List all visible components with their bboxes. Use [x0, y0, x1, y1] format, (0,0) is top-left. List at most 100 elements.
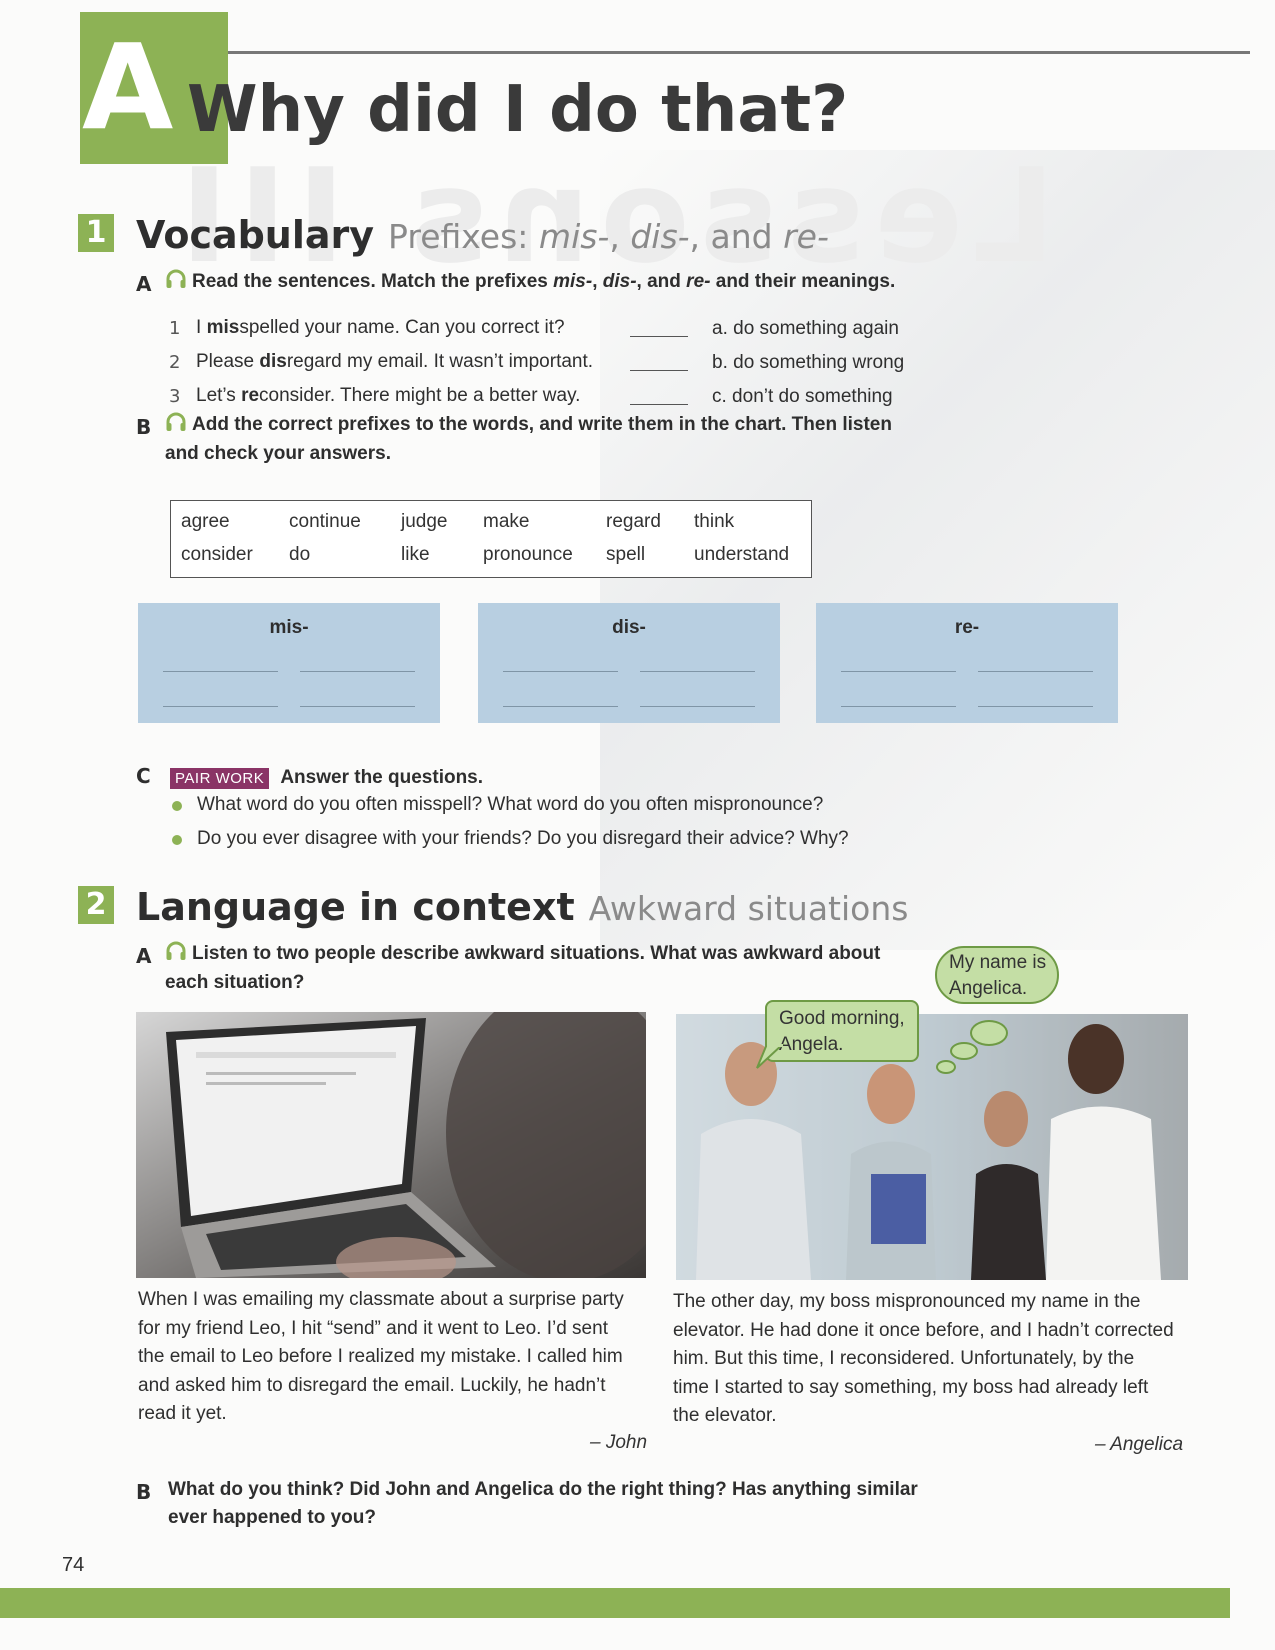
word-item: do	[289, 544, 311, 565]
instruction-text: Answer the questions.	[280, 767, 484, 788]
elevator-group-photo	[676, 1014, 1188, 1280]
word-item: agree	[181, 511, 230, 532]
word-item: consider	[181, 544, 253, 565]
story-line: time I started to say something, my boss…	[673, 1376, 1149, 1398]
exercise-2b-instruction-line-2: ever happened to you?	[168, 1507, 376, 1528]
page-number: 74	[62, 1554, 85, 1576]
lesson-letter: A	[82, 18, 174, 156]
section-2-subtitle: Awkward situations	[588, 889, 909, 928]
prefix-chart-mis: mis-	[138, 603, 440, 723]
write-in-line[interactable]	[503, 671, 618, 672]
write-in-line[interactable]	[640, 706, 755, 707]
exercise-2b-instruction-line-1: What do you think? Did John and Angelica…	[168, 1479, 918, 1500]
headphones-icon[interactable]	[165, 268, 187, 290]
subtitle-text: , and	[689, 217, 784, 256]
headphones-icon[interactable]	[165, 940, 187, 962]
exercise-1b-instruction-line-2: and check your answers.	[165, 443, 391, 464]
exercise-2a-instruction: Listen to two people describe awkward si…	[165, 940, 880, 968]
item-number: 2	[169, 352, 181, 373]
instruction-text: ,	[592, 271, 603, 292]
exercise-1b-instruction: Add the correct prefixes to the words, a…	[165, 411, 892, 439]
write-in-line[interactable]	[163, 671, 278, 672]
story-line: him. But this time, I reconsidered. Unfo…	[673, 1348, 1135, 1369]
item-sentence: Please disregard my email. It wasn’t imp…	[196, 351, 593, 373]
section-1-subtitle: Prefixes: mis-, dis-, and re-	[388, 217, 829, 256]
story-line: the elevator.	[673, 1405, 777, 1426]
story-line: When I was emailing my classmate about a…	[138, 1289, 624, 1310]
exercise-1c-instruction: PAIR WORK Answer the questions.	[170, 764, 483, 792]
word-item: continue	[289, 511, 361, 532]
answer-blank[interactable]	[630, 404, 688, 405]
story-line: the email to Leo before I realized my mi…	[138, 1346, 623, 1367]
section-1-title: Vocabulary	[136, 213, 375, 257]
exercise-1a-instruction: Read the sentences. Match the prefixes m…	[165, 268, 895, 296]
exercise-1b-letter: B	[136, 415, 152, 439]
write-in-line[interactable]	[300, 671, 415, 672]
thought-bubble-dot-small	[936, 1060, 956, 1074]
sentence-text: Let’s	[196, 385, 242, 406]
header-rule	[80, 51, 1250, 54]
lesson-letter-box	[80, 12, 228, 164]
sentence-prefix: re	[241, 385, 260, 406]
exercise-2b-letter: B	[136, 1480, 152, 1504]
signature-john: – John	[590, 1432, 648, 1453]
sentence-text: Please	[196, 351, 260, 372]
footer-bar	[0, 1588, 1230, 1618]
subtitle-prefix-dis: dis-	[630, 217, 690, 256]
item-number: 3	[169, 386, 181, 407]
word-item: spell	[606, 544, 646, 565]
write-in-line[interactable]	[978, 671, 1093, 672]
write-in-line[interactable]	[841, 671, 956, 672]
prefix-dis: dis-	[602, 271, 637, 292]
story-angelica: The other day, my boss mispronounced my …	[673, 1288, 1193, 1431]
section-2-number: 2	[78, 886, 114, 924]
word-item: like	[401, 544, 430, 565]
exercise-1c-letter: C	[136, 764, 151, 788]
instruction-text: and their meanings.	[710, 271, 896, 292]
chart-label: dis-	[612, 617, 646, 638]
instruction-line-1: Listen to two people describe awkward si…	[192, 943, 881, 964]
bubble-line: Angela.	[779, 1034, 844, 1055]
instruction-line-1: Add the correct prefixes to the words, a…	[192, 414, 892, 435]
bullet-icon	[172, 835, 182, 845]
answer-blank[interactable]	[630, 336, 688, 337]
question-item: What word do you often misspell? What wo…	[197, 794, 824, 815]
instruction-text: Read the sentences. Match the prefixes	[192, 271, 554, 292]
question-item: Do you ever disagree with your friends? …	[197, 828, 849, 849]
sentence-text: consider. There might be a better way.	[259, 385, 581, 406]
write-in-line[interactable]	[503, 706, 618, 707]
story-line: read it yet.	[138, 1403, 227, 1424]
prefix-chart-dis: dis-	[478, 603, 780, 723]
write-in-line[interactable]	[300, 706, 415, 707]
exercise-1a-letter: A	[136, 272, 152, 296]
thought-bubble-dot-large	[970, 1020, 1008, 1046]
meaning-option: a. do something again	[712, 318, 899, 339]
write-in-line[interactable]	[978, 706, 1093, 707]
story-line: for my friend Leo, I hit “send” and it w…	[138, 1317, 608, 1339]
write-in-line[interactable]	[640, 671, 755, 672]
word-item: think	[694, 511, 735, 532]
prefix-re: re-	[686, 271, 711, 292]
sentence-prefix: dis	[259, 351, 287, 372]
page-title: Why did I do that?	[187, 73, 849, 147]
subtitle-prefix-mis: mis-	[538, 217, 610, 256]
exercise-2a-letter: A	[136, 944, 152, 968]
subtitle-prefix-re: re-	[783, 217, 829, 256]
bubble-line: My name is	[949, 952, 1047, 973]
headphones-icon[interactable]	[165, 411, 187, 433]
write-in-line[interactable]	[841, 706, 956, 707]
bubble-line: Good morning,	[779, 1008, 905, 1029]
item-number: 1	[169, 318, 181, 339]
story-line: elevator. He had done it once before, an…	[673, 1319, 1174, 1341]
word-item: make	[483, 511, 530, 532]
word-item: pronounce	[483, 544, 573, 565]
laptop-photo	[136, 1012, 646, 1278]
answer-blank[interactable]	[630, 370, 688, 371]
pair-work-badge: PAIR WORK	[170, 768, 270, 789]
item-sentence: I misspelled your name. Can you correct …	[196, 317, 565, 339]
write-in-line[interactable]	[163, 706, 278, 707]
prefix-chart-re: re-	[816, 603, 1118, 723]
word-item: judge	[401, 511, 448, 532]
